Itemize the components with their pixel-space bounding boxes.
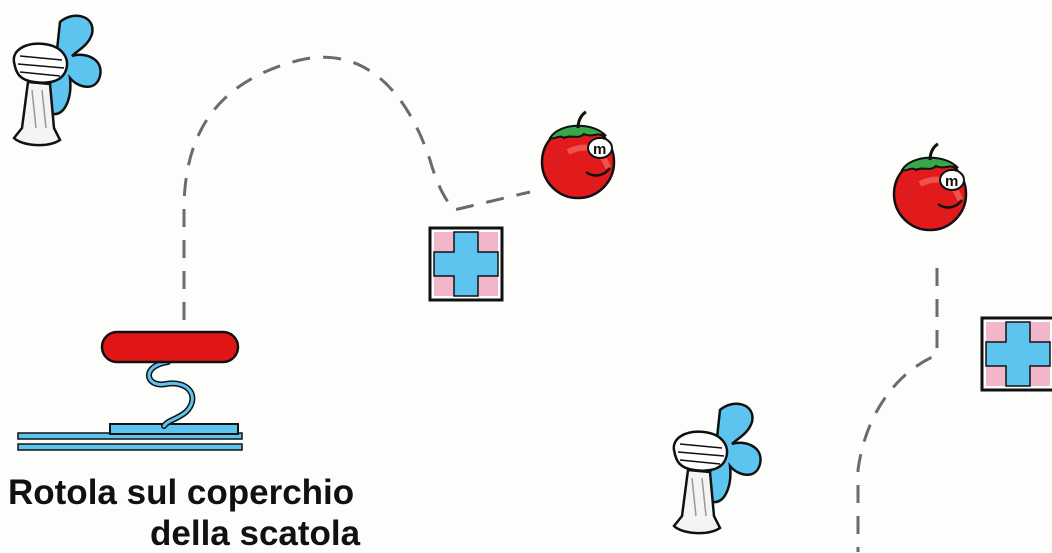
spring-launcher-icon — [18, 332, 242, 450]
caption-line-2: della scatola — [150, 516, 360, 551]
fan-icon — [14, 16, 101, 145]
dashed-trajectory-right — [858, 268, 937, 552]
tomato-icon — [542, 112, 614, 198]
fan-icon — [674, 404, 761, 533]
caption-line-1: Rotola sul coperchio — [8, 475, 354, 510]
plus-tile-icon — [430, 228, 502, 300]
plus-tile-icon — [982, 318, 1052, 390]
tomato-icon — [894, 144, 966, 230]
